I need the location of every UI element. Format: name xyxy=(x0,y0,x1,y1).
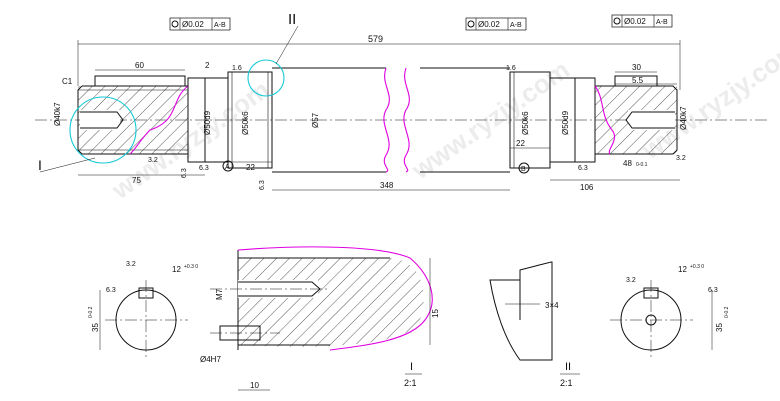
svg-text:Ø0.02: Ø0.02 xyxy=(624,17,646,26)
svg-text:48: 48 xyxy=(623,159,632,168)
svg-text:6.3: 6.3 xyxy=(578,165,588,172)
dim-left-bearing-dia: Ø50d9 xyxy=(203,110,212,135)
svg-text:B: B xyxy=(521,166,526,173)
svg-text:1.6: 1.6 xyxy=(506,65,516,72)
svg-text:3×4: 3×4 xyxy=(545,301,559,310)
break-mid-b xyxy=(403,67,410,173)
svg-text:M7: M7 xyxy=(215,288,224,300)
svg-text:75: 75 xyxy=(132,176,141,185)
svg-text:6.3: 6.3 xyxy=(199,165,209,172)
svg-text:2:1: 2:1 xyxy=(404,378,417,388)
svg-text:A-B: A-B xyxy=(510,22,522,29)
detail-circle-II xyxy=(247,59,285,97)
svg-text:I: I xyxy=(410,361,413,373)
svg-text:22: 22 xyxy=(516,139,525,148)
svg-text:12: 12 xyxy=(172,265,181,274)
dim-right-key: 30 5.5 xyxy=(615,63,677,85)
break-line-left xyxy=(129,85,189,155)
svg-text:35: 35 xyxy=(91,323,100,332)
section-right: 12 +0.3 0 3.2 6.3 35 0-0.2 xyxy=(610,264,730,360)
datum-A: A xyxy=(222,160,234,172)
svg-text:2:1: 2:1 xyxy=(560,378,573,388)
svg-text:A: A xyxy=(225,164,230,171)
detail-II-view: 3×4 II 2:1 xyxy=(489,261,580,388)
tolerance-frame-2: Ø0.02 A-B xyxy=(465,17,527,31)
svg-text:106: 106 xyxy=(580,183,594,192)
label-II: II xyxy=(288,11,296,28)
svg-text:5.5: 5.5 xyxy=(632,76,644,85)
svg-text:6.3: 6.3 xyxy=(106,287,116,294)
svg-text:C1: C1 xyxy=(62,77,73,86)
dim-total-length: 579 xyxy=(77,34,681,90)
section-left: 12 +0.3 0 3.2 6.3 35 0-0.2 xyxy=(88,261,198,360)
svg-text:35: 35 xyxy=(715,323,724,332)
svg-text:Ø4H7: Ø4H7 xyxy=(200,355,221,364)
left-keyway xyxy=(94,75,186,87)
svg-text:A-B: A-B xyxy=(656,19,668,26)
svg-text:10: 10 xyxy=(250,381,259,390)
svg-text:60: 60 xyxy=(135,61,144,70)
label-I: I xyxy=(38,157,42,173)
svg-text:0-0.2: 0-0.2 xyxy=(724,306,730,318)
svg-text:2: 2 xyxy=(205,61,210,70)
svg-text:30: 30 xyxy=(632,63,641,72)
dim-left-key: 60 2 C1 xyxy=(62,61,210,86)
detail-I-break xyxy=(237,246,433,351)
svg-text:Ø0.02: Ø0.02 xyxy=(478,20,500,29)
svg-text:22: 22 xyxy=(246,163,255,172)
svg-text:0-0.1: 0-0.1 xyxy=(636,162,648,168)
svg-text:579: 579 xyxy=(368,34,383,44)
svg-text:348: 348 xyxy=(380,181,394,190)
svg-text:3.2: 3.2 xyxy=(626,277,636,284)
right-keyway xyxy=(614,75,658,87)
detail-circle-I xyxy=(69,96,137,164)
tolerance-frame-1: Ø0.02 A-B xyxy=(169,17,231,31)
svg-text:3.2: 3.2 xyxy=(676,155,686,162)
dim-shaft-dia: Ø57 xyxy=(311,112,320,128)
svg-text:+0.3 0: +0.3 0 xyxy=(184,264,198,270)
svg-text:6.3: 6.3 xyxy=(259,180,266,190)
middle-shaft xyxy=(272,67,510,173)
detail-I-view: M7 Ø4H7 10 15 I 2:1 xyxy=(200,246,440,391)
svg-text:3.2: 3.2 xyxy=(148,157,158,164)
svg-text:12: 12 xyxy=(678,265,687,274)
dim-left-end-dia: Ø40k7 xyxy=(53,102,62,126)
svg-text:0-0.2: 0-0.2 xyxy=(88,306,94,318)
dim-left-seat-dia: Ø50k6 xyxy=(241,111,250,135)
svg-text:1.6: 1.6 xyxy=(232,65,242,72)
dim-right-end-dia: Ø40k7 xyxy=(679,106,688,130)
break-mid-a xyxy=(383,67,390,173)
dim-right-bearing-dia: Ø50d9 xyxy=(561,110,570,135)
dim-lower: 75 22 348 22 106 48 0-0.1 xyxy=(78,139,680,192)
roughness-marks: 1.6 1.6 3.2 3.2 6.3 6.3 6.3 6.3 xyxy=(148,65,686,190)
svg-text:15: 15 xyxy=(431,309,440,318)
break-line-right xyxy=(594,85,616,155)
tolerance-frame-3: Ø0.02 A-B xyxy=(611,14,673,28)
dim-right-seat-dia: Ø50k6 xyxy=(521,111,530,135)
svg-text:A-B: A-B xyxy=(214,22,226,29)
svg-text:3.2: 3.2 xyxy=(126,261,136,268)
svg-text:6.3: 6.3 xyxy=(181,168,188,178)
left-seat xyxy=(227,71,273,169)
svg-text:II: II xyxy=(565,361,571,373)
right-end-outline xyxy=(595,85,678,155)
svg-text:6.3: 6.3 xyxy=(708,287,718,294)
right-seat xyxy=(509,71,551,169)
datum-B: B xyxy=(518,162,530,174)
svg-text:+0.3 0: +0.3 0 xyxy=(690,264,704,270)
svg-text:Ø0.02: Ø0.02 xyxy=(182,20,204,29)
